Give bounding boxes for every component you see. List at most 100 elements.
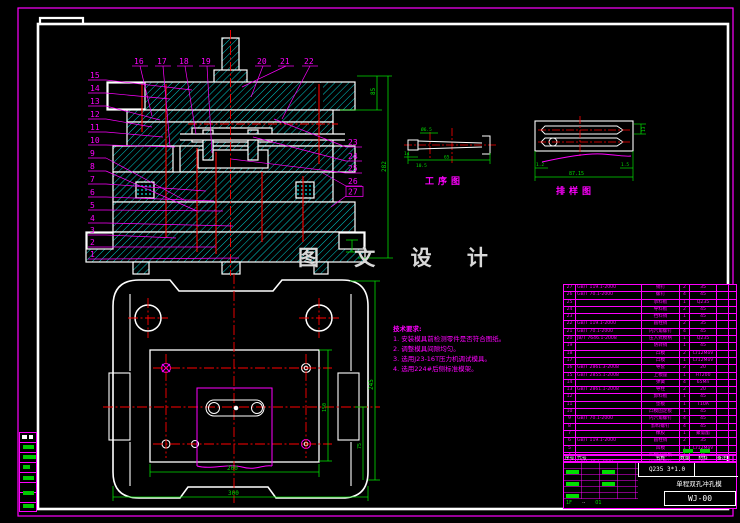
balloon-19: 19 [201,57,211,66]
balloon-26: 26 [348,177,358,186]
margin-green-cell [23,455,36,459]
part-remark [717,350,729,357]
tech-req-title: 技术要求: [393,325,422,333]
part-code: GB/T 70.1-2000 [576,292,642,299]
margin-green-cell [23,504,34,508]
part-code [576,306,642,314]
balloon-15: 15 [90,71,100,80]
part-material: 35 [690,438,717,445]
part-qty: 2 [680,350,690,357]
part-material: Cr12MoV [690,350,717,357]
part-no: 26 [564,292,576,299]
sheet-border [17,7,734,517]
part-remark [717,387,729,394]
balloon-1: 1 [90,250,95,259]
part-remark [717,357,729,365]
part-balloons: 15 14 13 12 11 10 9 8 7 6 5 4 3 2 1 [88,57,364,260]
part-no: 24 [564,306,576,314]
part-material: 45 [690,314,717,321]
dim-strip-width: 13 [641,126,647,132]
dim-process-length: 65 [444,155,450,161]
part-qty: 4 [680,379,690,387]
part-no: 25 [564,299,576,306]
margin-revision-block [19,432,37,512]
part-remark [717,423,729,430]
part-name: 内六角螺钉 [642,328,680,336]
dim-strip-edge-right: 1.5 [621,162,629,168]
part-qty: 1 [680,430,690,438]
part-qty: 2 [680,387,690,394]
margin-green-cell [23,465,30,469]
margin-green-cell [23,476,34,480]
part-material: 45 [690,292,717,299]
part-remark [717,416,729,423]
part-name: 螺钉 [642,292,680,299]
parts-table-row: 6 GB/T 119.1-2000 圆柱销 2 35 [564,438,736,446]
part-name: 圆柱销 [642,321,680,328]
part-name: 导套 [642,365,680,372]
part-no: 6 [564,438,576,445]
part-name: 防转销 [642,343,680,350]
part-remark [717,336,729,343]
header-rem: 备注 [717,456,729,461]
part-remark [717,306,729,314]
parts-table-row: 11 垫板 1 T10A [564,401,736,410]
dim-plan-outer-width: 300 [228,490,239,497]
parts-table-row: 8 卸料螺钉 4 45 [564,423,736,431]
balloon-23: 23 [348,138,358,147]
part-name: 圆柱销 [642,438,680,445]
part-no: 13 [564,387,576,394]
part-qty: 1 [680,314,690,321]
part-qty: 1 [680,394,690,401]
part-material: 45 [690,343,717,350]
part-no: 16 [564,365,576,372]
parts-table-row: 12 卸料板 1 45 [564,394,736,402]
part-name: 凸模 [642,357,680,365]
plan-view: 200 300 245 150 75 [103,274,380,503]
part-no: 15 [564,372,576,379]
part-material: Cr12MoV [690,357,717,365]
process-view-caption: 工序图 [425,177,465,187]
part-remark [717,372,729,379]
part-remark [717,299,729,306]
dim-plan-outer-height: 245 [368,379,375,390]
sheet-right: 01 [595,500,602,506]
strip-layout-view: 13 87.15 1.2 1.5 [534,116,647,181]
material-spec-cell: Q235 3*1.0 [638,463,695,477]
parts-table-row: 24 导料板 2 45 [564,306,736,315]
balloon-22: 22 [304,57,314,66]
part-code: GB/T 119.1-2000 [576,321,642,328]
part-material: 45 [690,394,717,401]
parts-table-row: 20 JB/T 7646.1-2008 压入式模柄 1 Q235 [564,336,736,344]
part-no: 5 [564,445,576,452]
part-name: 凸模 [642,350,680,357]
dim-process-width: 14 [404,151,410,157]
parts-table-row: 7 橡胶 1 聚氨酯 [564,430,736,439]
tech-req-item: 4. 选用224#后侧标准模架。 [393,365,478,373]
process-view: Ø6.5 14 10.5 65 [404,126,496,169]
parts-table-row: 5 凹模 1 Cr12MoV [564,445,736,453]
dim-upper-height: 85 [370,87,377,95]
part-material: 聚氨酯 [690,430,717,438]
part-name: 内六角螺钉 [642,416,680,423]
part-qty: 1 [680,372,690,379]
part-code [576,314,642,321]
dim-total-height: 282 [381,161,388,172]
part-qty: 4 [680,423,690,430]
part-qty: 1 [680,357,690,365]
part-qty: 4 [680,292,690,299]
part-name: 弹簧 [642,379,680,387]
part-remark [717,321,729,328]
part-no: 18 [564,350,576,357]
part-code [576,445,642,452]
part-remark [717,430,729,438]
part-remark [717,401,729,409]
parts-list-table: 27 GB/T 119.1-2000 销钉 2 35 26 GB/T 70.1-… [563,284,737,483]
part-material: 45 [690,409,717,416]
parts-table-row: 23 挡料销 1 45 [564,314,736,322]
part-no: 22 [564,321,576,328]
main-section-view: 85 282 [85,30,393,276]
part-qty: 1 [680,343,690,350]
part-material: T10A [690,401,717,409]
balloon-8: 8 [90,162,95,171]
